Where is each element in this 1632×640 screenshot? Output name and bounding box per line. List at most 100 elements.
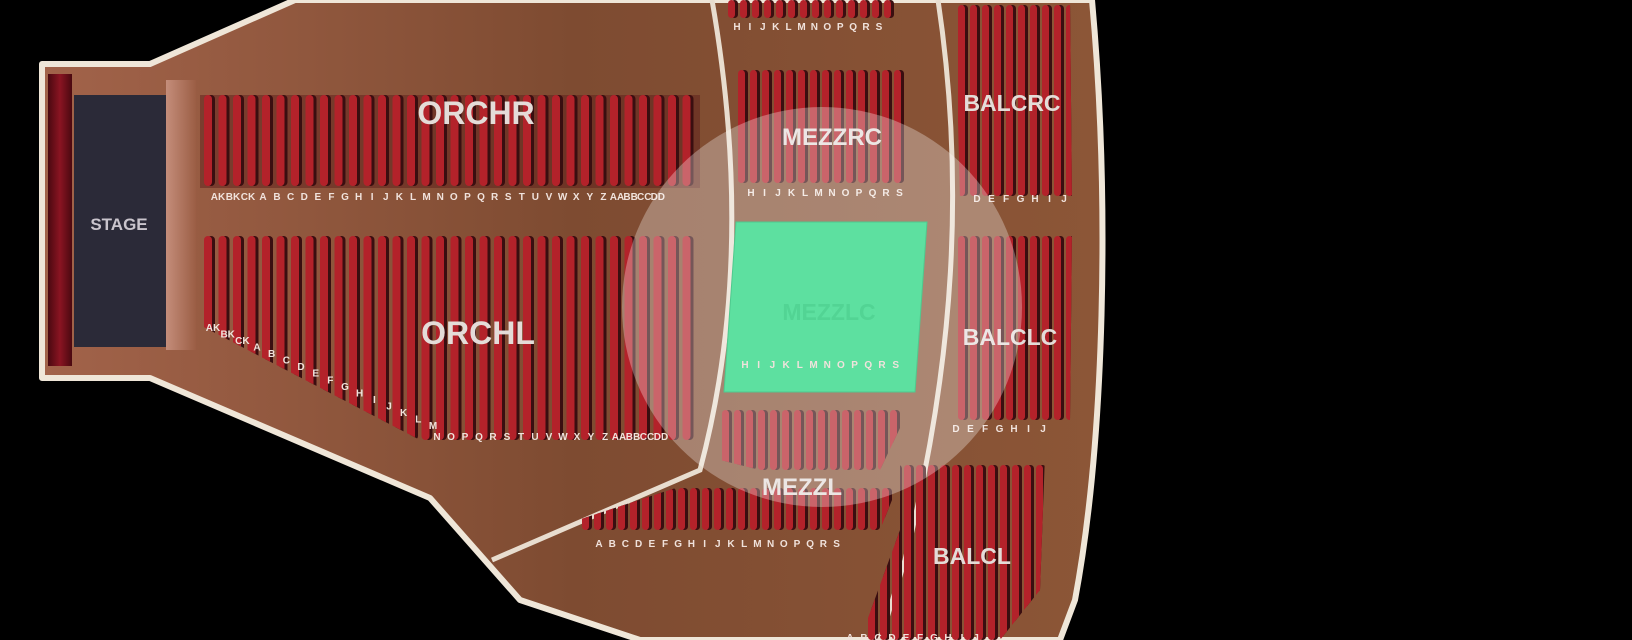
seat-balcrc[interactable] — [1018, 5, 1025, 196]
seat-mezzrc[interactable] — [750, 70, 757, 183]
seat-orchr[interactable] — [320, 95, 328, 186]
seat-balcl[interactable] — [964, 465, 971, 640]
seat-balcl[interactable] — [988, 465, 995, 640]
seat-mezzrc[interactable] — [858, 70, 865, 183]
seat-mezzl[interactable] — [770, 410, 777, 470]
seat-orchr[interactable] — [595, 95, 604, 186]
seat-balclc[interactable] — [1018, 236, 1025, 420]
seat-balclc[interactable] — [1006, 236, 1013, 420]
seat-orchr[interactable] — [305, 95, 314, 186]
seat-orchr[interactable] — [479, 95, 488, 186]
seat-orchr[interactable] — [436, 95, 444, 186]
seat-mezzrc-upper[interactable] — [860, 0, 867, 18]
seat-mezzl-lower[interactable] — [762, 488, 769, 530]
seat-mezzl-lower[interactable] — [690, 488, 697, 530]
seat-balcrc[interactable] — [994, 5, 1001, 196]
seat-orchr[interactable] — [334, 95, 343, 186]
seat-orchr[interactable] — [378, 95, 386, 186]
seat-mezzl[interactable] — [854, 410, 861, 470]
seat-orchl[interactable] — [537, 236, 546, 440]
seat-orchl[interactable] — [392, 236, 401, 440]
seat-mezzrc-upper[interactable] — [800, 0, 807, 18]
seat-balcrc[interactable] — [1054, 5, 1061, 196]
seat-mezzl-lower[interactable] — [798, 488, 805, 530]
seat-mezzl-lower[interactable] — [858, 488, 865, 530]
seat-orchl[interactable] — [479, 236, 488, 440]
seat-mezzl-lower[interactable] — [834, 488, 841, 530]
seat-orchl[interactable] — [363, 236, 372, 440]
seat-orchl[interactable] — [407, 236, 415, 440]
seat-orchr[interactable] — [494, 95, 502, 186]
seat-orchl[interactable] — [450, 236, 459, 440]
seat-orchr[interactable] — [349, 95, 357, 186]
seat-orchl[interactable] — [639, 236, 647, 440]
seat-mezzl-lower[interactable] — [702, 488, 709, 530]
seat-mezzl[interactable] — [722, 410, 729, 470]
seat-orchl[interactable] — [566, 236, 575, 440]
seat-balcl[interactable] — [1000, 465, 1007, 640]
seat-balclc[interactable] — [1042, 236, 1049, 420]
seat-mezzl-lower[interactable] — [774, 488, 781, 530]
seat-orchr[interactable] — [624, 95, 633, 186]
seat-mezzrc-upper[interactable] — [788, 0, 795, 18]
seat-orchr[interactable] — [363, 95, 372, 186]
seat-mezzl[interactable] — [866, 410, 873, 470]
seat-orchr[interactable] — [653, 95, 662, 186]
seat-balclc[interactable] — [1054, 236, 1061, 420]
seat-orchr[interactable] — [581, 95, 589, 186]
seat-mezzl[interactable] — [758, 410, 765, 470]
seat-mezzrc[interactable] — [822, 70, 829, 183]
seat-orchl[interactable] — [624, 236, 633, 440]
seat-mezzrc[interactable] — [846, 70, 853, 183]
seat-mezzrc-upper[interactable] — [764, 0, 771, 18]
seat-mezzrc[interactable] — [738, 70, 745, 183]
seat-orchl[interactable] — [378, 236, 386, 440]
seat-orchr[interactable] — [523, 95, 531, 186]
seat-balcl[interactable] — [916, 465, 923, 640]
seat-mezzl[interactable] — [746, 410, 753, 470]
seat-orchr[interactable] — [682, 95, 691, 186]
seat-balclc[interactable] — [994, 236, 1001, 420]
seat-orchl[interactable] — [465, 236, 473, 440]
seat-mezzl[interactable] — [782, 410, 789, 470]
seat-mezzl-lower[interactable] — [714, 488, 721, 530]
seat-balcrc[interactable] — [1042, 5, 1049, 196]
seat-mezzl[interactable] — [818, 410, 825, 470]
seat-mezzl[interactable] — [794, 410, 801, 470]
seat-mezzl-lower[interactable] — [642, 488, 649, 530]
seat-orchr[interactable] — [450, 95, 459, 186]
seat-balcrc[interactable] — [982, 5, 989, 196]
seat-balclc[interactable] — [1030, 236, 1037, 420]
seat-mezzl-lower[interactable] — [654, 488, 661, 530]
seat-mezzrc-upper[interactable] — [884, 0, 891, 18]
seat-orchl[interactable] — [668, 236, 676, 440]
seat-mezzrc-upper[interactable] — [752, 0, 759, 18]
seat-balcl[interactable] — [904, 465, 911, 640]
seat-mezzrc[interactable] — [894, 70, 901, 183]
seat-orchr[interactable] — [291, 95, 299, 186]
seat-orchl[interactable] — [610, 236, 618, 440]
seat-mezzrc-upper[interactable] — [848, 0, 855, 18]
seat-balcrc[interactable] — [1006, 5, 1013, 196]
seat-mezzrc-upper[interactable] — [740, 0, 747, 18]
seat-orchr[interactable] — [668, 95, 676, 186]
seat-mezzrc[interactable] — [798, 70, 805, 183]
seat-mezzl[interactable] — [806, 410, 813, 470]
seat-orchr[interactable] — [204, 95, 212, 186]
seat-orchr[interactable] — [537, 95, 546, 186]
seat-balclc[interactable] — [958, 236, 965, 420]
seat-balcl[interactable] — [1012, 465, 1019, 640]
seat-orchr[interactable] — [552, 95, 560, 186]
seat-orchr[interactable] — [276, 95, 285, 186]
seat-balcl[interactable] — [928, 465, 935, 640]
seat-orchr[interactable] — [407, 95, 415, 186]
seat-mezzrc[interactable] — [882, 70, 889, 183]
seat-mezzl[interactable] — [878, 410, 885, 470]
seat-balcl[interactable] — [940, 465, 947, 640]
seat-mezzrc[interactable] — [786, 70, 793, 183]
seat-orchl[interactable] — [436, 236, 444, 440]
seat-orchr[interactable] — [392, 95, 401, 186]
seat-orchl[interactable] — [523, 236, 531, 440]
